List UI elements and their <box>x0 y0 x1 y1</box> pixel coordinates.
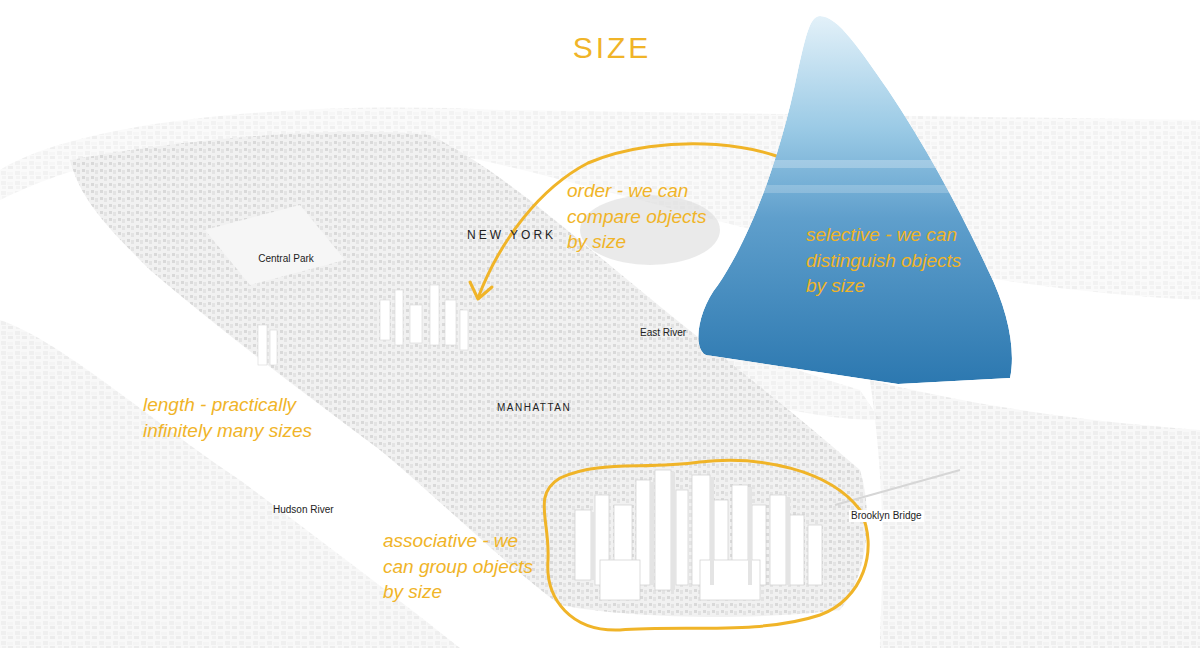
river-label: East River <box>640 327 686 339</box>
annotation-loop <box>544 460 868 630</box>
annotation-text: selective - we can distinguish objects b… <box>806 222 984 299</box>
river-label: Hudson River <box>273 504 334 516</box>
annotation-text: associative - we can group objects by si… <box>383 528 533 605</box>
mountain-shape: selective - we can distinguish objects b… <box>688 10 1020 388</box>
arrow-head <box>470 282 492 299</box>
place-label: Central Park <box>258 253 314 265</box>
mountain-outline <box>688 10 1020 388</box>
borough-label: MANHATTAN <box>497 402 571 414</box>
city-label: NEW YORK <box>467 228 556 242</box>
place-label: Brooklyn Bridge <box>849 510 924 522</box>
annotation-text: length - practically infinitely many siz… <box>143 392 368 443</box>
annotation-text: order - we can compare objects by size <box>567 178 719 255</box>
title: SIZE <box>0 28 1200 69</box>
